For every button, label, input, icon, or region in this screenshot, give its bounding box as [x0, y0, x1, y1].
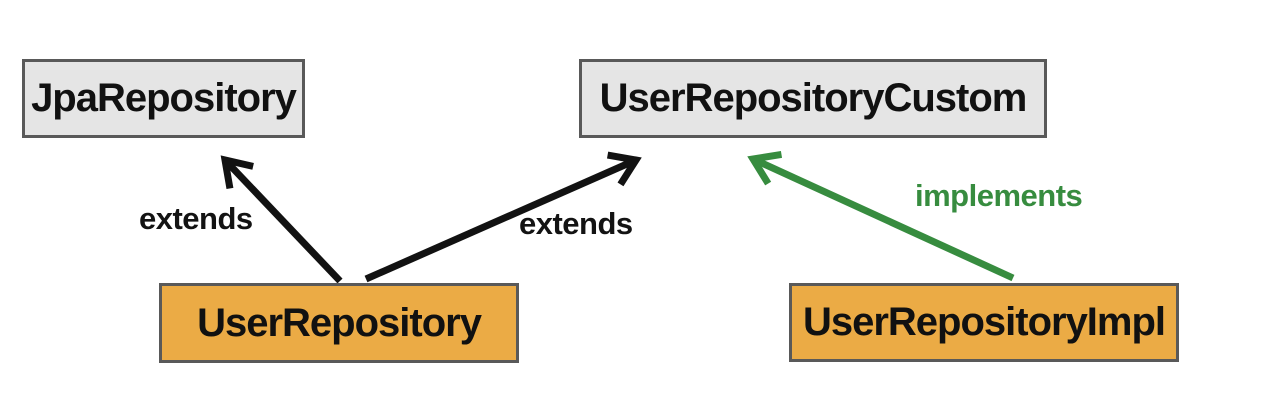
- node-user-repository-custom-label: UserRepositoryCustom: [599, 76, 1028, 120]
- node-jpa-repository: JpaRepository: [22, 59, 305, 138]
- edge-label-implements: implements: [915, 178, 1083, 213]
- node-user-repository-impl: UserRepositoryImpl: [789, 283, 1179, 362]
- edge-label-extends-custom: extends: [519, 206, 633, 241]
- node-jpa-repository-label: JpaRepository: [31, 76, 297, 120]
- implements-arrow: [747, 150, 1015, 282]
- node-user-repository-custom: UserRepositoryCustom: [579, 59, 1047, 138]
- edge-label-extends-jpa: extends: [139, 201, 253, 236]
- node-user-repository-label: UserRepository: [197, 300, 482, 345]
- node-user-repository-impl-label: UserRepositoryImpl: [802, 300, 1166, 344]
- node-user-repository: UserRepository: [159, 283, 519, 363]
